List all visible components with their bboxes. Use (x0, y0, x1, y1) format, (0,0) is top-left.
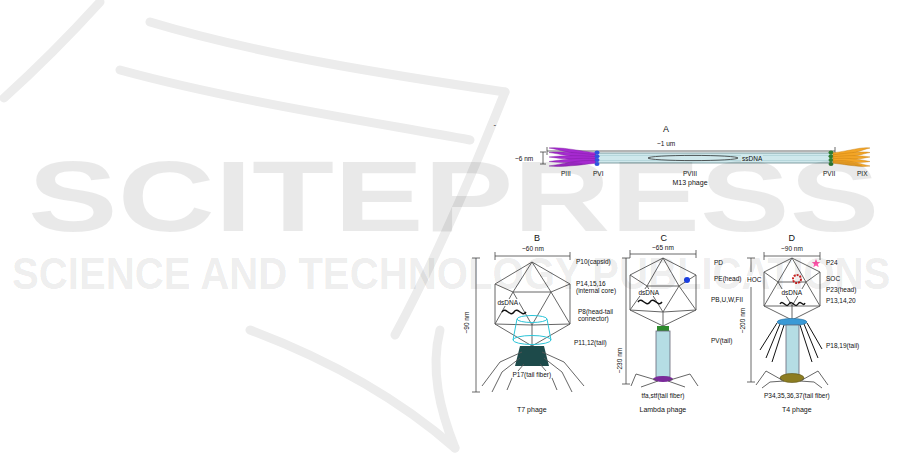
head-tail-connector (657, 326, 669, 331)
part-label: PVII (823, 170, 835, 177)
part-label: P34,35,36,37(tail fiber) (764, 392, 830, 399)
neck-collar (777, 319, 807, 326)
part-label: PVI (593, 170, 603, 177)
panel-letter: C (661, 234, 668, 244)
lambda-head (663, 312, 664, 326)
watermark-logo (436, 330, 455, 448)
t4-head (792, 306, 793, 320)
tail-fiber (641, 381, 658, 387)
internal-core (513, 336, 551, 345)
dimension-label: ~6 nm (515, 155, 533, 162)
part-label: ssDNA (741, 155, 763, 162)
tail-fiber (482, 352, 522, 386)
watermark-logo (4, 2, 100, 98)
internal-core (517, 316, 547, 323)
part-label: PD (714, 259, 723, 266)
phage-name: M13 phage (673, 179, 708, 187)
tail-fiber (668, 381, 685, 387)
part-label: P17(tail fiber) (512, 371, 553, 378)
part-label: P10(capsid) (576, 258, 611, 265)
stray-mark: - (494, 121, 497, 130)
part-label: dsDNA (781, 289, 804, 296)
watermark-logo (120, 70, 470, 140)
tail-fiber (800, 381, 822, 388)
phage-name: T7 phage (517, 406, 547, 414)
dsdna-strand (780, 302, 805, 305)
dimension-label: ~230 nm (616, 347, 623, 372)
whisker-fiber (807, 323, 822, 349)
panel-letter: A (663, 125, 669, 135)
tail-fiber (631, 374, 656, 386)
tail-fiber (631, 374, 698, 387)
part-label: tfa,stf(tail fiber) (642, 392, 685, 399)
t7-capsid (551, 292, 570, 324)
panel-letter: D (789, 234, 796, 244)
tail-fiber (670, 374, 698, 386)
internal-core (513, 319, 517, 340)
part-label: SOC (826, 275, 840, 282)
t7-capsid (532, 292, 551, 325)
dimension-label: ~90 nm (463, 311, 470, 333)
t4-tail (786, 325, 799, 375)
whisker-fiber (772, 325, 784, 362)
internal-core (547, 319, 551, 340)
part-label: P23(head) (826, 286, 856, 293)
tail-fiber (482, 352, 584, 392)
tail-fiber (762, 381, 784, 388)
dimension-label: ~1 um (657, 140, 675, 147)
dimension-line (622, 384, 630, 385)
lambda-tail (656, 331, 670, 377)
part-label: PB,U,W,FII (711, 296, 743, 303)
whisker-fiber (800, 325, 812, 362)
part-label: PVIII (683, 170, 697, 177)
dimension-line (472, 392, 480, 393)
part-label: PV(tail) (711, 337, 732, 344)
dimension-line (747, 382, 755, 383)
lambda-head (663, 310, 696, 312)
dsdna-strand (638, 300, 662, 303)
part-label: P13,14,20 (826, 297, 856, 304)
part-label: P18,19(tail) (826, 342, 859, 349)
part-label: P11,12(tail) (574, 339, 607, 346)
watermark-text: SCIENCE AND TECHNOLOGY PUBLICATIONS (12, 252, 890, 296)
phage-name: T4 phage (782, 406, 812, 414)
phage-name: Lambda phage (640, 406, 687, 414)
part-label: P24 (826, 259, 838, 266)
part-label: dsDNA (497, 299, 520, 306)
dimension-label: ~60 nm (522, 245, 544, 252)
watermark-logo (250, 330, 455, 448)
internal-core (513, 316, 551, 345)
tail-fiber (756, 371, 828, 388)
dimension-line (751, 287, 752, 382)
dimension-label: ~90 nm (781, 245, 803, 252)
dsdna-strand (502, 310, 526, 313)
dimension-label: ~200 nm (739, 307, 746, 332)
tail-tip (653, 376, 673, 382)
whisker-fiber (760, 323, 777, 350)
t7-capsid (495, 292, 513, 324)
tail-fiber (542, 352, 584, 386)
panel-letter: B (534, 234, 540, 244)
t7-capsid (532, 324, 570, 325)
part-label: PE(head) (714, 275, 741, 282)
part-label: PIX (857, 170, 867, 177)
part-label: P8(head-tail connector) (578, 308, 624, 322)
watermark-logo (150, 22, 505, 92)
part-label: HOC (746, 276, 762, 283)
lambda-head (630, 310, 663, 312)
part-label: P14,15,16 (internal core) (576, 280, 622, 294)
part-label: PIII (561, 170, 571, 177)
part-label: dsDNA (638, 289, 661, 296)
t7-capsid (513, 292, 532, 325)
t7-capsid (495, 324, 532, 325)
t7-tail (515, 346, 549, 366)
dimension-label: ~65 nm (652, 244, 674, 251)
